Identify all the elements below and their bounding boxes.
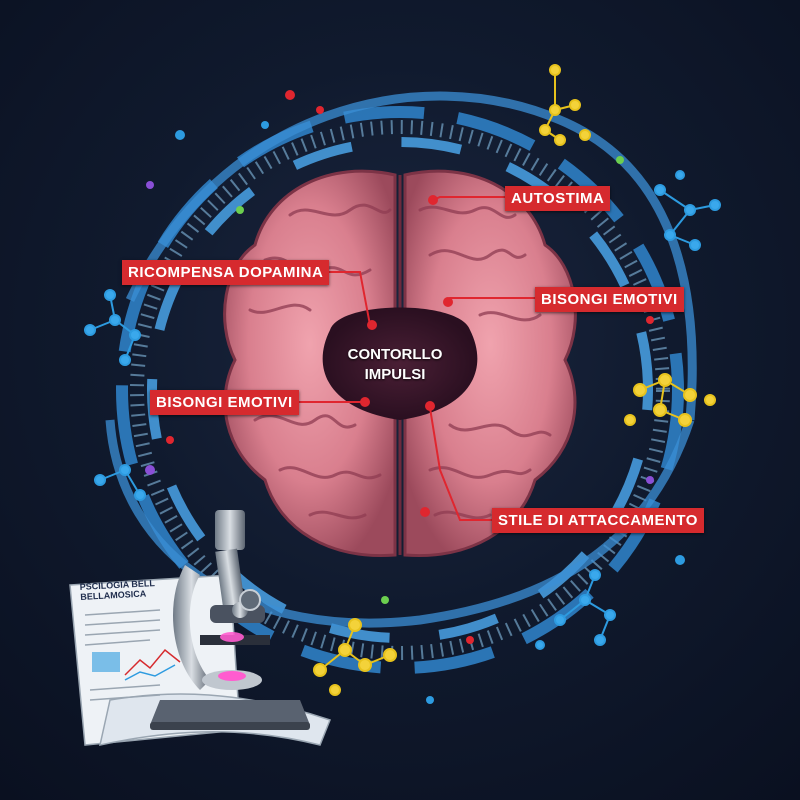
callout-stile-attaccamento: STILE DI ATTACCAMENTO <box>492 508 704 534</box>
brain-core <box>322 307 478 420</box>
center-label-line1: CONTORLLO <box>347 346 443 363</box>
microscope-icon <box>150 510 310 730</box>
center-label: CONTORLLO IMPULSI <box>340 345 450 386</box>
paper-title: PSCILOGIA BELL BELLAMOSICA <box>80 578 156 603</box>
callout-anchor-dots <box>360 195 453 517</box>
molecule-icon <box>84 64 721 704</box>
center-label-line2: IMPULSI <box>364 366 426 384</box>
callout-bisogni-emotivi-right: BISONGI EMOTIVI <box>535 287 684 313</box>
callout-bisogni-emotivi-left: BISONGI EMOTIVI <box>150 390 299 416</box>
callout-autostima: AUTOSTIMA <box>505 186 611 212</box>
brain-icon <box>223 169 577 558</box>
callout-ricompensa-dopamina: RICOMPENSA DOPAMINA <box>122 260 330 286</box>
